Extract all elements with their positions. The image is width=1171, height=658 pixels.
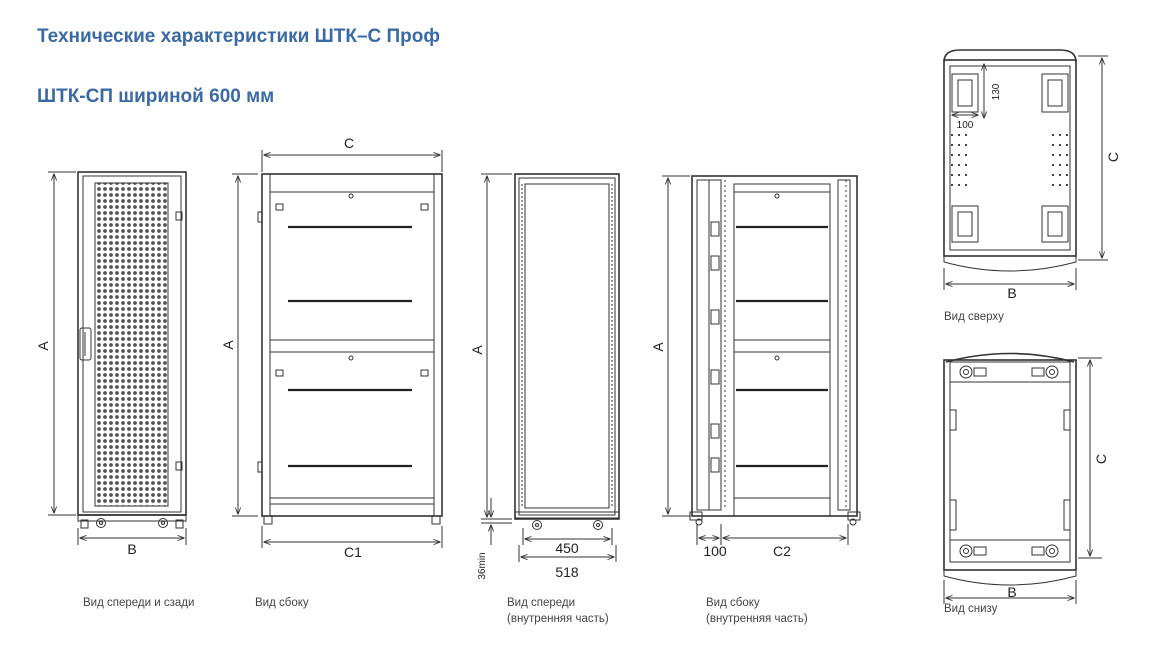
front-view: A B	[35, 171, 187, 557]
caption-front-inner: Вид спереди (внутренняя часть)	[507, 595, 609, 627]
top-view: 130 100 C B	[943, 49, 1121, 301]
side-inner-dim-a: A	[650, 342, 666, 352]
page-subtitle: ШТК-СП шириной 600 мм	[37, 86, 275, 107]
bottom-dim-c: C	[1093, 454, 1109, 464]
front-inner-view: A 36min 450 518	[469, 173, 620, 580]
side-dim-c: C	[344, 135, 354, 151]
front-inner-dim-36: 36min	[477, 552, 488, 579]
side-inner-view: A 100 C2	[650, 175, 861, 559]
side-view: C A C1	[220, 135, 443, 560]
top-dim-130: 130	[991, 83, 1002, 100]
caption-side: Вид сбоку	[255, 597, 309, 609]
front-inner-dim-518: 518	[555, 564, 579, 580]
top-dim-b: B	[1007, 285, 1016, 301]
top-dim-100: 100	[957, 120, 974, 131]
front-inner-dim-a: A	[469, 345, 485, 355]
caption-front-inner-line2: (внутренняя часть)	[507, 613, 609, 625]
bottom-view: C B	[943, 352, 1109, 604]
page-title: Технические характеристики ШТК–С Проф	[37, 26, 440, 47]
front-inner-dim-450: 450	[555, 540, 579, 556]
side-dim-c1: C1	[344, 544, 362, 560]
door-handle-icon	[79, 327, 92, 361]
caption-side-inner-line1: Вид сбоку	[706, 597, 760, 609]
bottom-dim-b: B	[1007, 584, 1016, 600]
caption-bottom: Вид снизу	[944, 603, 998, 615]
side-inner-dim-100: 100	[703, 543, 727, 559]
front-dim-a: A	[35, 341, 51, 351]
caption-side-inner-line2: (внутренняя часть)	[706, 613, 808, 625]
top-dim-c: C	[1105, 152, 1121, 162]
caption-front: Вид спереди и сзади	[83, 597, 195, 609]
caption-side-inner: Вид сбоку (внутренняя часть)	[706, 595, 808, 627]
side-inner-dim-c2: C2	[773, 543, 791, 559]
caption-front-inner-line1: Вид спереди	[507, 597, 576, 609]
caption-top: Вид сверху	[944, 311, 1004, 323]
side-dim-a: A	[220, 340, 236, 350]
front-dim-b: B	[127, 541, 136, 557]
